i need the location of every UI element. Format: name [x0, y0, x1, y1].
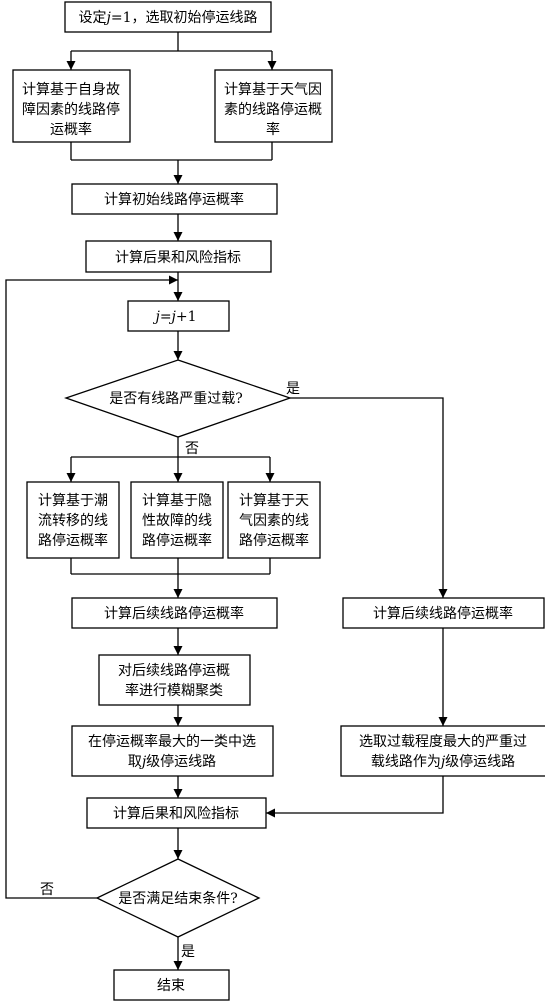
- node-risk2: 计算后果和风险指标: [86, 797, 267, 829]
- node-end-q: 是否满足结束条件?: [95, 858, 261, 938]
- node-weather2-line1: 计算基于天: [239, 492, 309, 509]
- node-self-fault: 计算基于自身故 障因素的线路停 运概率: [12, 69, 131, 143]
- node-weather2-line3: 路停运概率: [239, 532, 309, 549]
- node-init-prob-text: 计算初始线路停运概率: [104, 191, 244, 208]
- node-overload-q-text: 是否有线路严重过载?: [109, 391, 243, 407]
- node-fuzzy-line2: 率进行模糊聚类: [125, 682, 223, 699]
- node-next-prob-right-text: 计算后续线路停运概率: [373, 605, 513, 622]
- node-end-text: 结束: [157, 978, 185, 994]
- node-init-text: 设定j=1，选取初始停运线路: [79, 9, 258, 26]
- label-overload-yes: 是: [286, 381, 300, 397]
- node-self-fault-line3: 运概率: [50, 121, 92, 138]
- node-risk1: 计算后果和风险指标: [85, 240, 272, 273]
- node-weather1-line2: 素的线路停运概: [224, 101, 322, 118]
- node-flow-line2: 流转移的线: [38, 513, 108, 529]
- node-incr: j=j+1: [127, 300, 230, 332]
- node-next-prob-left-text: 计算后续线路停运概率: [104, 605, 244, 622]
- node-flow: 计算基于潮 流转移的线 路停运概率: [26, 481, 120, 559]
- node-weather1-line3: 率: [266, 121, 280, 138]
- node-self-fault-line1: 计算基于自身故: [22, 81, 120, 98]
- node-end: 结束: [113, 969, 230, 1001]
- edge-overload-to-risk2: [266, 776, 444, 818]
- label-overload-no: 否: [185, 441, 199, 457]
- node-incr-text: j=j+1: [152, 309, 196, 325]
- node-flow-line3: 路停运概率: [38, 532, 108, 549]
- node-weather1-line1: 计算基于天气因: [224, 81, 322, 98]
- node-select-overload-line2: 载线路作为j级停运线路: [371, 753, 515, 770]
- node-weather2: 计算基于天 气因素的线 路停运概率: [227, 481, 321, 559]
- connectors: [5, 32, 448, 970]
- node-init-prob: 计算初始线路停运概率: [71, 183, 278, 215]
- node-hidden-line2: 性故障的线: [142, 513, 212, 529]
- node-weather1: 计算基于天气因 素的线路停运概 率: [214, 69, 333, 143]
- node-next-prob-left: 计算后续线路停运概率: [71, 597, 278, 629]
- edge-overload-yes: [290, 397, 448, 598]
- node-next-prob-right: 计算后续线路停运概率: [342, 597, 545, 629]
- node-flow-line1: 计算基于潮: [38, 492, 108, 509]
- node-hidden-line3: 路停运概率: [142, 532, 212, 549]
- node-init: 设定j=1，选取初始停运线路: [64, 1, 272, 33]
- node-end-q-text: 是否满足结束条件?: [118, 890, 238, 907]
- node-self-fault-line2: 障因素的线路停: [22, 101, 120, 118]
- node-overload-q: 是否有线路严重过载?: [64, 359, 292, 438]
- node-risk1-text: 计算后果和风险指标: [115, 250, 241, 266]
- node-select-overload-line1: 选取过载程度最大的严重过: [359, 734, 527, 750]
- label-end-yes: 是: [181, 944, 195, 960]
- node-select-max-line2: 取j级停运线路: [128, 753, 216, 770]
- edge-end-no-loop: [5, 275, 178, 899]
- node-select-max-line1: 在停运概率最大的一类中选: [88, 733, 256, 750]
- node-hidden: 计算基于隐 性故障的线 路停运概率: [130, 481, 224, 559]
- node-risk2-text: 计算后果和风险指标: [113, 806, 239, 822]
- node-select-overload: 选取过载程度最大的严重过 载线路作为j级停运线路: [340, 725, 545, 777]
- node-fuzzy-line1: 对后续线路停运概: [118, 662, 230, 679]
- node-select-max: 在停运概率最大的一类中选 取j级停运线路: [71, 725, 274, 777]
- node-fuzzy: 对后续线路停运概 率进行模糊聚类: [98, 654, 251, 706]
- node-weather2-line2: 气因素的线: [239, 513, 309, 529]
- node-hidden-line1: 计算基于隐: [142, 492, 212, 509]
- label-end-no: 否: [40, 882, 54, 898]
